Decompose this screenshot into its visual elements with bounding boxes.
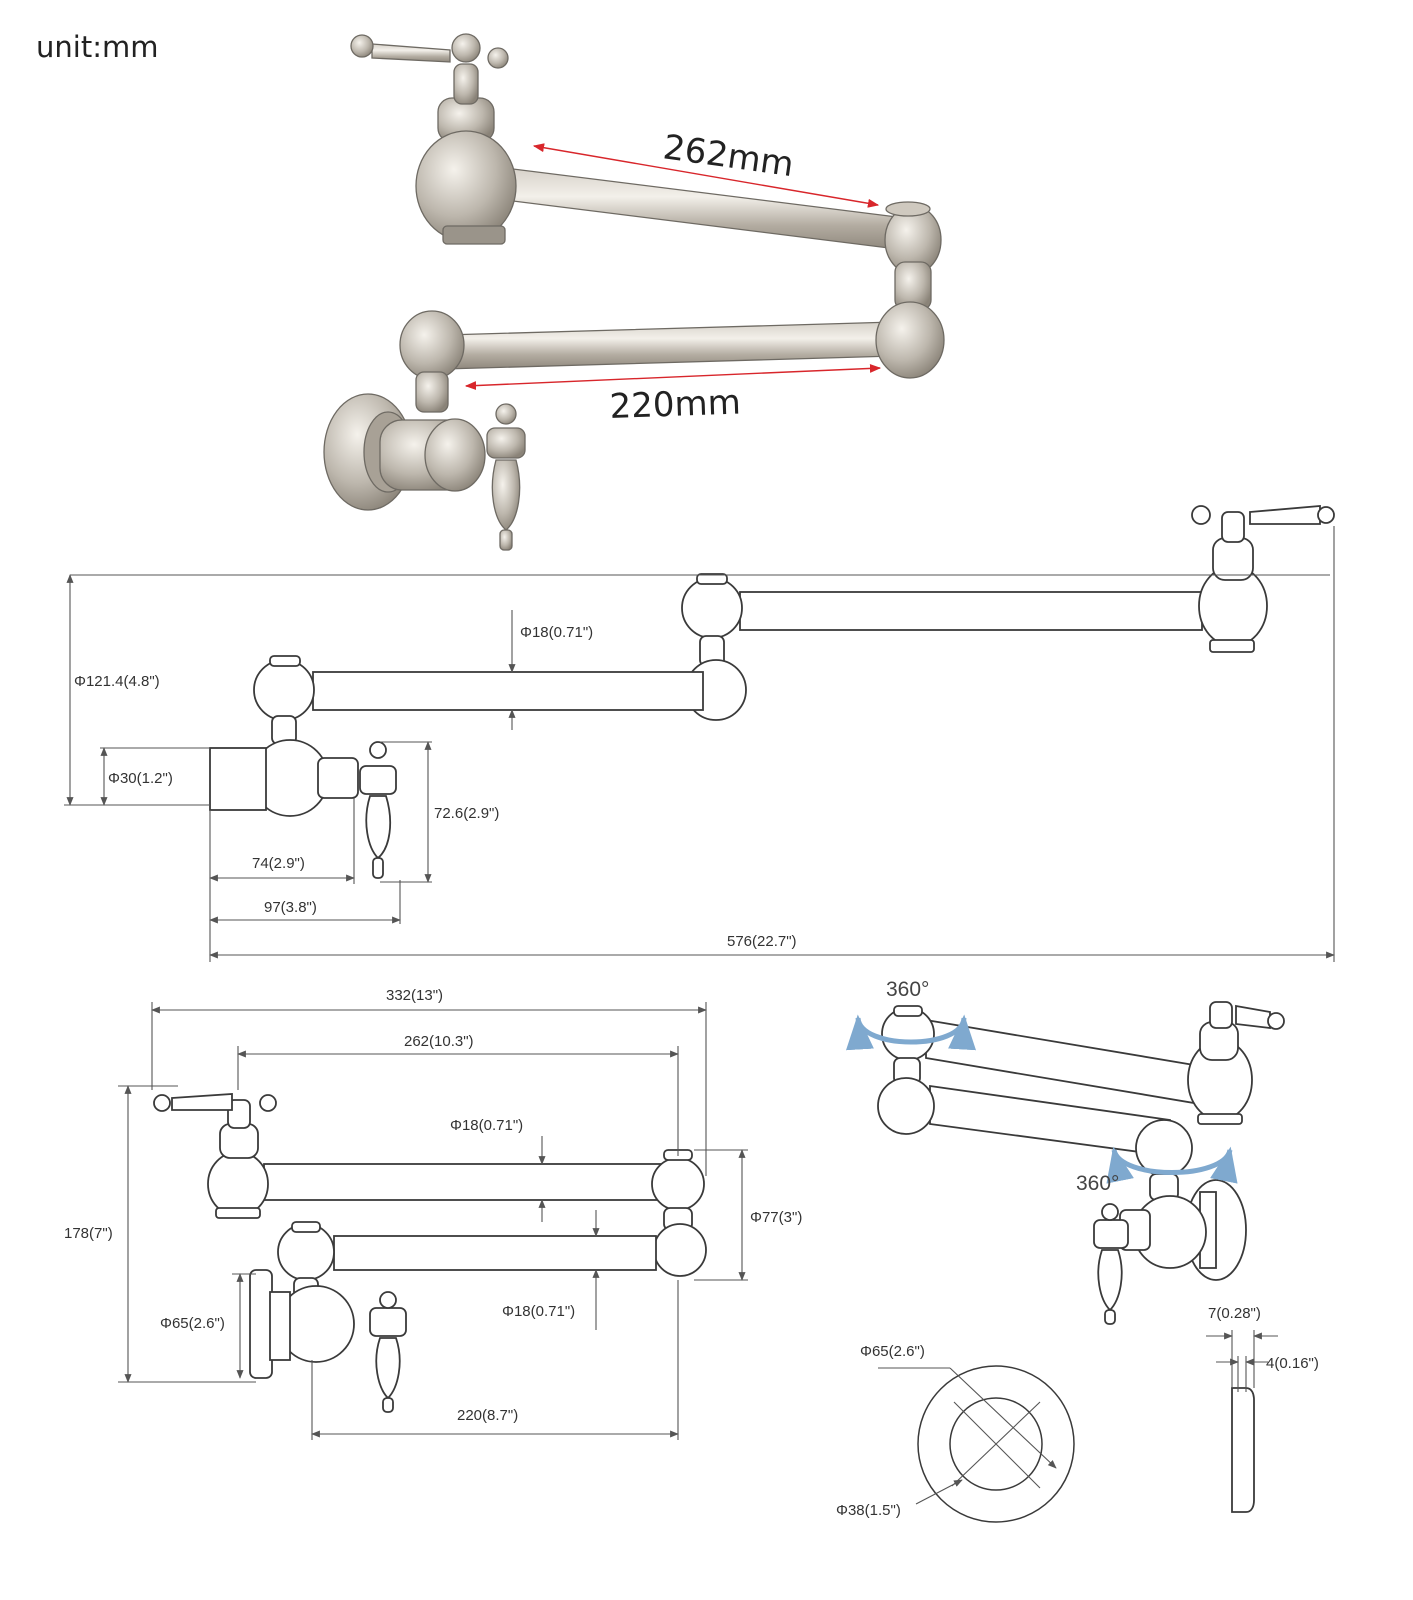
top-upper-tube-dia-label: Φ18(0.71") xyxy=(450,1117,523,1134)
top-lower-arm-label: 220(8.7") xyxy=(457,1407,518,1424)
side-inlet-dia-label: Φ30(1.2") xyxy=(108,770,173,787)
rotation-view-drawing: 360° 360° xyxy=(846,978,1285,1325)
side-valve-offset-label: 74(2.9") xyxy=(252,855,305,872)
top-lower-tube-dia-label: Φ18(0.71") xyxy=(502,1303,575,1320)
side-total-reach-label: 576(22.7") xyxy=(727,933,797,950)
side-height-label: Φ121.4(4.8") xyxy=(74,673,160,690)
side-valve-height-label: 72.6(2.9") xyxy=(434,805,499,822)
flange-inner-label: Φ38(1.5") xyxy=(836,1502,901,1519)
side-view-drawing: Φ121.4(4.8") Φ18(0.71") Φ30(1.2") 72.6(2… xyxy=(64,505,1335,962)
rotation-upper-label: 360° xyxy=(886,978,929,1001)
unit-label: unit:mm xyxy=(36,30,159,64)
top-flange-dia-label: Φ65(2.6") xyxy=(160,1315,225,1332)
top-view-drawing: 332(13") 262(10.3") 178(7") Φ18(0.71") Φ… xyxy=(64,987,802,1440)
top-height-label: 178(7") xyxy=(64,1225,113,1242)
flange-lip-label: 4(0.16") xyxy=(1266,1355,1319,1372)
photo-lower-arm-label: 220mm xyxy=(609,382,741,427)
rotation-lower-label: 360° xyxy=(1076,1172,1119,1195)
flange-outer-label: Φ65(2.6") xyxy=(860,1343,925,1360)
top-overall-label: 332(13") xyxy=(386,987,443,1004)
faucet-photo: 262mm 220mm xyxy=(323,33,945,551)
top-upper-arm-label: 262(10.3") xyxy=(404,1033,474,1050)
side-handle-offset-label: 97(3.8") xyxy=(264,899,317,916)
photo-upper-arm-label: 262mm xyxy=(661,127,796,185)
top-joint-width-label: Φ77(3") xyxy=(750,1209,802,1226)
side-tube-dia-label: Φ18(0.71") xyxy=(520,624,593,641)
flange-detail-drawing: Φ65(2.6") Φ38(1.5") 7(0.28") 4(0.16") xyxy=(836,1305,1319,1523)
flange-thickness-label: 7(0.28") xyxy=(1208,1305,1261,1322)
